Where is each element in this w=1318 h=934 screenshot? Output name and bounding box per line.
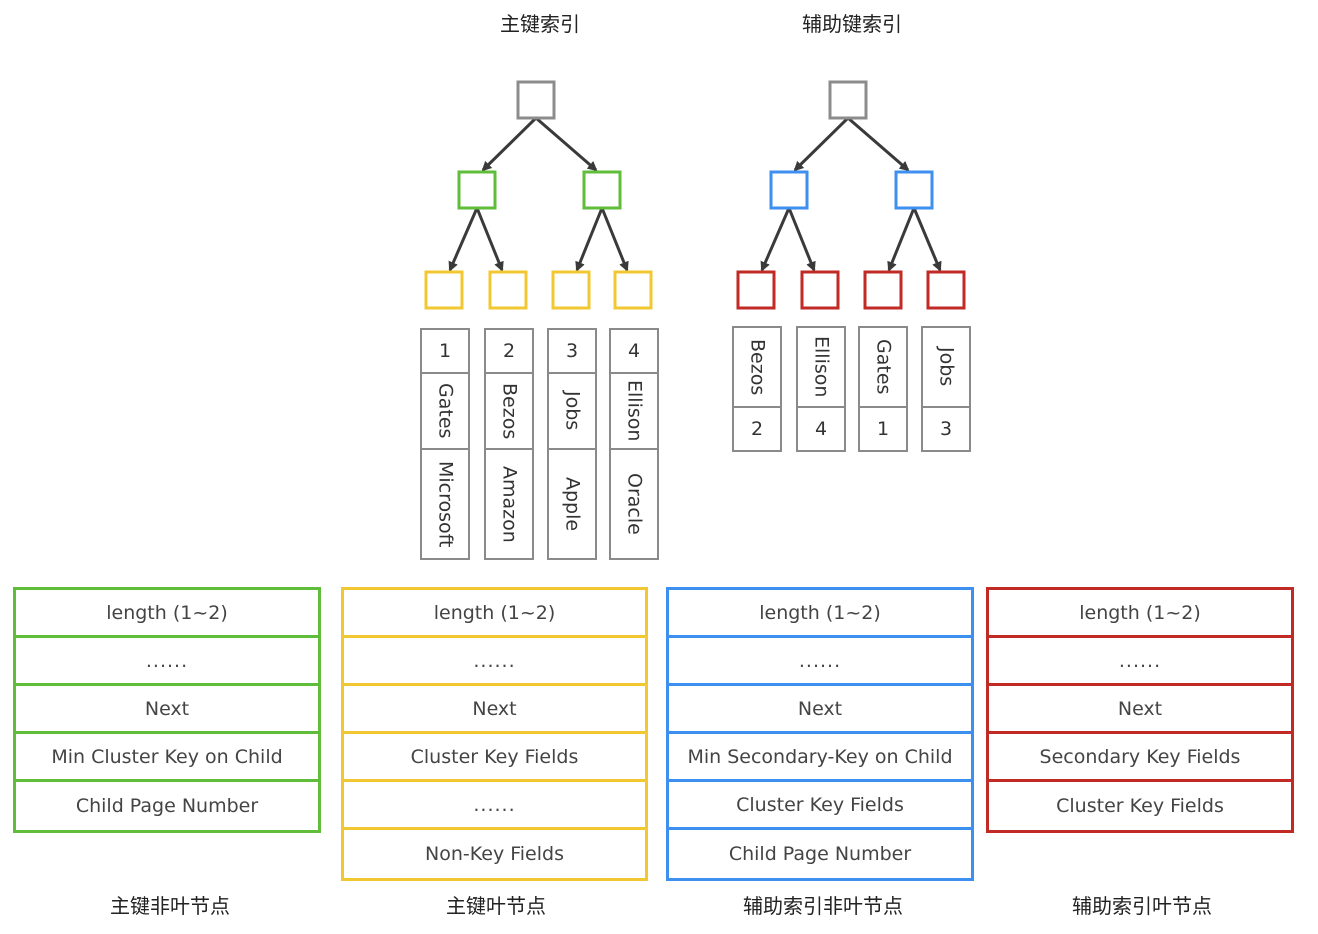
secondary-internal-node bbox=[894, 170, 934, 210]
secondary-record-id: 4 bbox=[814, 418, 828, 440]
secondary-leaf-node bbox=[863, 270, 903, 310]
secondary-record-3: Gates 1 bbox=[858, 326, 908, 452]
primary-record-company: Oracle bbox=[623, 473, 646, 535]
format-row: Cluster Key Fields bbox=[1056, 795, 1224, 817]
secondary-leaf-node-format: length (1~2) ...... Next Secondary Key F… bbox=[986, 587, 1294, 833]
format-row: ...... bbox=[989, 638, 1291, 686]
format-row: length (1~2) bbox=[669, 590, 971, 638]
tree-edge-arrow bbox=[600, 207, 629, 272]
secondary-record-1: Bezos 2 bbox=[732, 326, 782, 452]
tree-edge-arrow bbox=[475, 207, 504, 272]
primary-record-id: 1 bbox=[422, 330, 468, 374]
primary-leaf-node bbox=[488, 270, 528, 310]
primary-internal-node-caption: 主键非叶节点 bbox=[110, 894, 230, 918]
secondary-leaf-node-caption: 辅助索引叶节点 bbox=[1072, 894, 1212, 918]
primary-record-id: 3 bbox=[549, 330, 595, 374]
format-row: Next bbox=[989, 686, 1291, 734]
secondary-record-id: 1 bbox=[876, 418, 890, 440]
tree-edge-arrow bbox=[481, 116, 538, 172]
secondary-record-4: Jobs 3 bbox=[921, 326, 971, 452]
tree-edge-arrow bbox=[575, 207, 604, 272]
secondary-record-name: Ellison bbox=[810, 336, 833, 398]
format-row: Child Page Number bbox=[728, 843, 912, 865]
secondary-record-name: Jobs bbox=[935, 347, 958, 387]
primary-record-name: Bezos bbox=[498, 382, 521, 440]
secondary-index-title: 辅助键索引 bbox=[802, 12, 902, 36]
primary-record-3: 3 Jobs Apple bbox=[547, 328, 597, 560]
secondary-record-id: 2 bbox=[750, 418, 764, 440]
primary-record-id: 4 bbox=[611, 330, 657, 374]
format-row: ...... bbox=[16, 638, 318, 686]
tree-edge-arrow bbox=[787, 207, 816, 272]
format-row: Next bbox=[669, 686, 971, 734]
secondary-record-name: Gates bbox=[872, 339, 895, 395]
tree-edge-arrow bbox=[535, 116, 598, 172]
format-row: ...... bbox=[669, 638, 971, 686]
format-row: Cluster Key Fields bbox=[669, 782, 971, 830]
primary-index-title: 主键索引 bbox=[500, 12, 580, 36]
primary-leaf-node bbox=[551, 270, 591, 310]
primary-leaf-node bbox=[613, 270, 653, 310]
tree-edge-arrow bbox=[448, 207, 479, 272]
primary-root-node bbox=[516, 80, 556, 120]
primary-record-1: 1 Gates Microsoft bbox=[420, 328, 470, 560]
tree-edge-arrow bbox=[912, 207, 942, 272]
format-row: Min Cluster Key on Child bbox=[16, 734, 318, 782]
secondary-internal-node bbox=[769, 170, 809, 210]
primary-internal-node bbox=[582, 170, 622, 210]
tree-edge-arrow bbox=[887, 207, 916, 272]
format-row: Non-Key Fields bbox=[425, 843, 564, 865]
format-row: Cluster Key Fields bbox=[344, 734, 645, 782]
primary-record-name: Jobs bbox=[561, 391, 584, 431]
secondary-internal-node-caption: 辅助索引非叶节点 bbox=[743, 894, 903, 918]
primary-record-2: 2 Bezos Amazon bbox=[484, 328, 534, 560]
format-row: ...... bbox=[344, 782, 645, 830]
secondary-leaf-node bbox=[800, 270, 840, 310]
primary-internal-node-format: length (1~2) ...... Next Min Cluster Key… bbox=[13, 587, 321, 833]
secondary-record-2: Ellison 4 bbox=[796, 326, 846, 452]
primary-record-4: 4 Ellison Oracle bbox=[609, 328, 659, 560]
secondary-leaf-node bbox=[926, 270, 966, 310]
secondary-record-id: 3 bbox=[939, 418, 953, 440]
format-row: length (1~2) bbox=[989, 590, 1291, 638]
primary-record-id: 2 bbox=[486, 330, 532, 374]
primary-record-company: Apple bbox=[561, 476, 584, 532]
secondary-leaf-node bbox=[736, 270, 776, 310]
format-row: length (1~2) bbox=[344, 590, 645, 638]
format-row: Min Secondary-Key on Child bbox=[669, 734, 971, 782]
secondary-root-node bbox=[828, 80, 868, 120]
format-row: Child Page Number bbox=[75, 795, 259, 817]
primary-leaf-node-format: length (1~2) ...... Next Cluster Key Fie… bbox=[341, 587, 648, 881]
format-row: Secondary Key Fields bbox=[989, 734, 1291, 782]
primary-leaf-node-caption: 主键叶节点 bbox=[446, 894, 546, 918]
primary-record-name: Gates bbox=[434, 383, 457, 439]
secondary-internal-node-format: length (1~2) ...... Next Min Secondary-K… bbox=[666, 587, 974, 881]
secondary-record-name: Bezos bbox=[746, 338, 769, 396]
primary-record-company: Microsoft bbox=[434, 460, 457, 548]
primary-record-name: Ellison bbox=[623, 380, 646, 442]
tree-edge-arrow bbox=[793, 116, 850, 172]
format-row: length (1~2) bbox=[16, 590, 318, 638]
format-row: Next bbox=[16, 686, 318, 734]
tree-edge-arrow bbox=[847, 116, 910, 172]
primary-record-company: Amazon bbox=[498, 465, 521, 543]
format-row: ...... bbox=[344, 638, 645, 686]
primary-leaf-node bbox=[424, 270, 464, 310]
format-row: Next bbox=[344, 686, 645, 734]
tree-edge-arrow bbox=[760, 207, 791, 272]
primary-internal-node bbox=[457, 170, 497, 210]
